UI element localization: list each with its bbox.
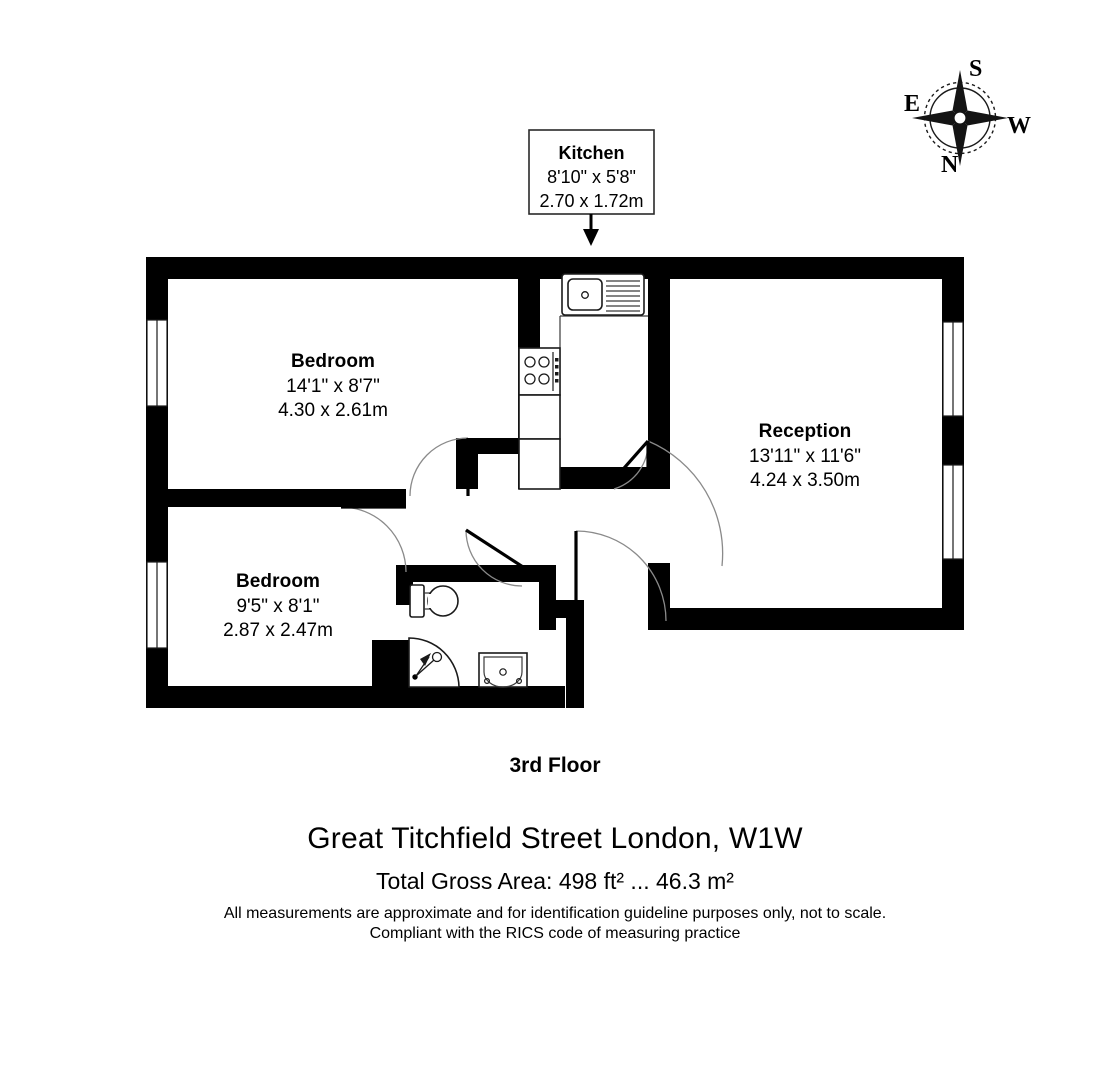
wall-bathroom-top: [396, 565, 556, 582]
bedroom1-imperial: 14'1" x 8'7": [286, 375, 380, 397]
washbasin-drain: [499, 668, 507, 676]
door-arc-reception: [647, 440, 724, 567]
address-line: Great Titchfield Street London, W1W: [307, 822, 803, 855]
room-label-bedroom-2: Bedroom 9'5" x 8'1" 2.87 x 2.47m: [158, 570, 398, 644]
kitchen-sink-drainer: [606, 280, 640, 312]
doors: [340, 437, 724, 622]
kitchen-unit-low: [518, 438, 561, 490]
bedroom1-name: Bedroom: [290, 351, 376, 372]
bedroom2-name: Bedroom: [235, 571, 321, 592]
wc-cistern: [409, 584, 425, 618]
disclaimer-line-2: Compliant with the RICS code of measurin…: [369, 925, 741, 942]
compass-point-down: [952, 118, 968, 166]
wall-bathroom-left-upper: [396, 565, 413, 605]
washbasin-unit: [478, 652, 528, 688]
door-leaf-kitchen: [608, 439, 650, 486]
wall-kitchen-right: [648, 257, 670, 489]
door-arc-bedroom2: [340, 506, 407, 573]
reception-name: Reception: [758, 421, 852, 442]
compass-point-right: [960, 110, 1008, 126]
compass-label-top: S: [969, 56, 983, 82]
compass-rose: [912, 70, 1008, 166]
bedroom2-imperial: 9'5" x 8'1": [236, 595, 320, 617]
bedroom2-metric: 2.87 x 2.47m: [223, 620, 333, 642]
wc-pan-join: [428, 594, 438, 608]
total-area-line: Total Gross Area: 498 ft² ... 46.3 m²: [376, 868, 734, 894]
disclaimer-line-1: All measurements are approximate and for…: [223, 905, 887, 922]
kitchen-sink-drain: [581, 291, 589, 299]
callout-arrow-head: [583, 229, 599, 246]
door-arc-bathroom: [465, 529, 523, 587]
wall-bathroom-left-lower: [372, 640, 413, 708]
kitchen-unit-mid: [518, 394, 561, 440]
compass-point-up: [952, 70, 968, 118]
washbasin-tap-1: [484, 677, 491, 684]
reception-metric: 4.24 x 3.50m: [750, 470, 860, 492]
kitchen-callout-box: [528, 129, 655, 215]
shower-spray-line-1: [415, 659, 435, 677]
kitchen-hob: [518, 347, 561, 396]
compass-label-right: W: [1007, 113, 1031, 139]
kitchen-sink-basin: [567, 278, 603, 311]
compass-hub: [953, 111, 967, 125]
compass-label-bottom: N: [941, 152, 959, 178]
door-leaf-bathroom: [465, 528, 541, 580]
reception-imperial: 13'11" x 11'6": [749, 445, 861, 467]
door-arc-bedroom1: [409, 437, 469, 497]
wall-bottom-right: [648, 608, 964, 630]
room-label-reception: Reception 13'11" x 11'6" 4.24 x 3.50m: [685, 420, 925, 494]
hob-ring-2: [538, 356, 550, 368]
kitchen-fixtures: [518, 273, 648, 490]
wall-bathroom-right-upper: [539, 565, 556, 630]
room-label-bedroom-1: Bedroom 14'1" x 8'7" 4.30 x 2.61m: [213, 350, 453, 424]
hob-ring-4: [538, 373, 550, 385]
kitchen-metric: 2.70 x 1.72m: [539, 190, 644, 211]
washbasin-bowl: [483, 656, 523, 688]
wall-hall-stub-horizontal: [456, 438, 518, 454]
hob-control-knobs: [555, 358, 559, 383]
shower-tray: [408, 637, 460, 688]
door-arc-reception-lower: [575, 530, 667, 622]
floor-title: 3rd Floor: [509, 754, 601, 777]
compass-point-left: [912, 110, 960, 126]
windows: [146, 319, 964, 649]
shower-rose: [431, 651, 443, 663]
washbasin-tap-2: [515, 677, 522, 684]
wall-bedroom-divider: [146, 489, 406, 507]
wall-right: [942, 257, 964, 630]
kitchen-imperial: 8'10" x 5'8": [547, 166, 636, 187]
hob-ring-1: [524, 356, 536, 368]
hob-ring-3: [524, 373, 536, 385]
wall-bathroom-right-lower: [566, 600, 584, 708]
kitchen-callout-leader: [528, 129, 655, 246]
wall-reception-left-lower: [648, 563, 670, 630]
bedroom1-metric: 4.30 x 2.61m: [278, 400, 388, 422]
kitchen-name: Kitchen: [558, 143, 625, 163]
compass-label-left: E: [904, 91, 921, 117]
bathroom-fixtures: [408, 584, 528, 688]
wall-bottom-left: [146, 686, 565, 708]
kitchen-callout-text: Kitchen 8'10" x 5'8" 2.70 x 1.72m: [529, 142, 654, 214]
shower-arrow-head: [420, 653, 431, 666]
wall-top: [146, 257, 964, 279]
